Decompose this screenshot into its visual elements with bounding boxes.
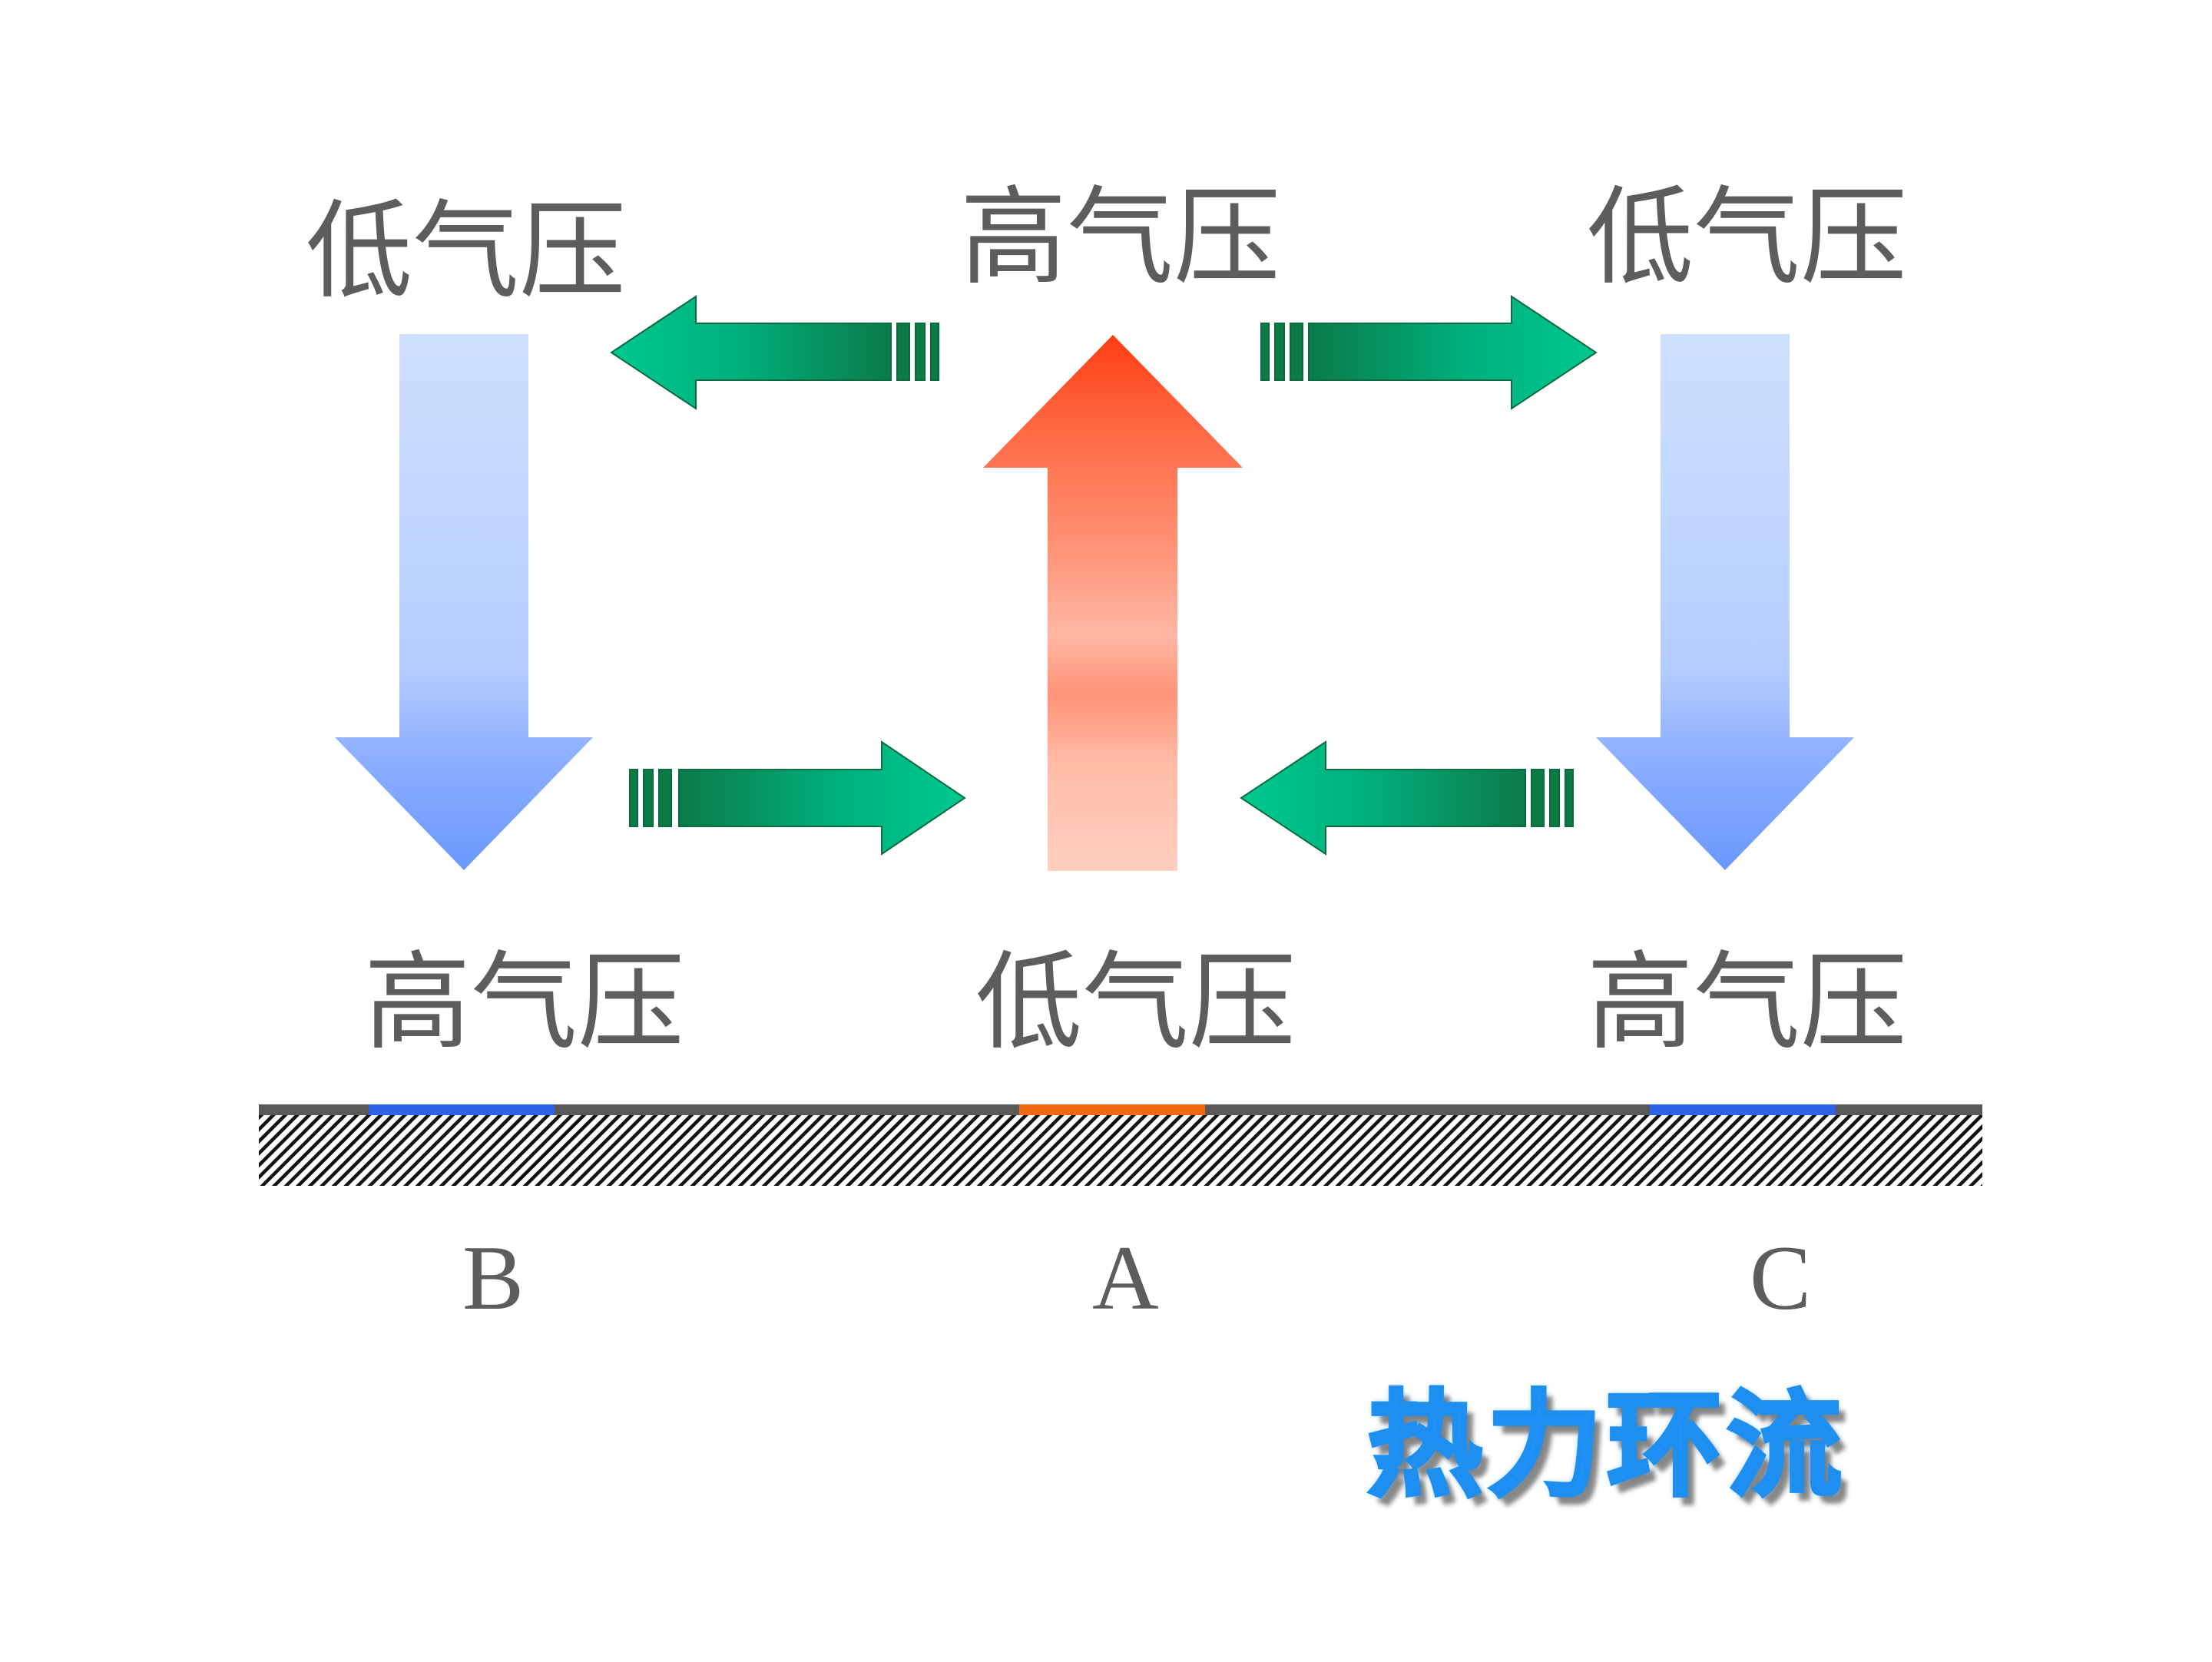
label-bottom-right: 高气压 (1587, 940, 1907, 1064)
right-arrow-icon (678, 740, 966, 856)
down-arrow-icon (1596, 334, 1854, 870)
label-top-center: 高气压 (960, 175, 1280, 300)
flow-stripe (658, 769, 672, 827)
cold-surface-b (369, 1104, 555, 1115)
flow-stripe (1260, 323, 1270, 381)
diagram-title: 热力环流 (1366, 1379, 1847, 1513)
up-arrow-icon (983, 335, 1243, 871)
flow-stripe (643, 769, 654, 827)
location-c: C (1750, 1227, 1812, 1329)
down-arrow-icon (335, 334, 593, 870)
warm-surface-a (1019, 1104, 1205, 1115)
flow-arrow-top-right (1260, 295, 1598, 410)
location-a: A (1092, 1227, 1159, 1329)
flow-stripe (896, 323, 910, 381)
label-bottom-left: 高气压 (364, 940, 684, 1064)
label-bottom-center: 低气压 (975, 940, 1296, 1064)
flow-stripe (1290, 323, 1303, 381)
left-arrow-icon (610, 295, 892, 410)
left-arrow-icon (1240, 740, 1526, 856)
ground-surface (259, 1104, 1982, 1186)
right-arrow-icon (1308, 295, 1598, 410)
ground-hatch (259, 1115, 1982, 1186)
flow-stripe (1274, 323, 1285, 381)
flow-arrow-bottom-left (629, 740, 966, 856)
flow-stripe (930, 323, 939, 381)
label-top-left: 低气压 (306, 189, 626, 313)
flow-stripe (1565, 769, 1574, 827)
label-top-right: 低气压 (1587, 175, 1907, 300)
descending-arrow-right (1596, 334, 1854, 870)
flow-stripe (915, 323, 926, 381)
flow-arrow-bottom-right (1240, 740, 1574, 856)
cold-surface-c (1650, 1104, 1836, 1115)
location-b: B (462, 1227, 525, 1329)
flow-stripe (629, 769, 638, 827)
ascending-arrow-center (983, 335, 1243, 871)
flow-stripe (1531, 769, 1545, 827)
flow-stripe (1549, 769, 1560, 827)
flow-arrow-top-left (610, 295, 939, 410)
descending-arrow-left (335, 334, 593, 870)
